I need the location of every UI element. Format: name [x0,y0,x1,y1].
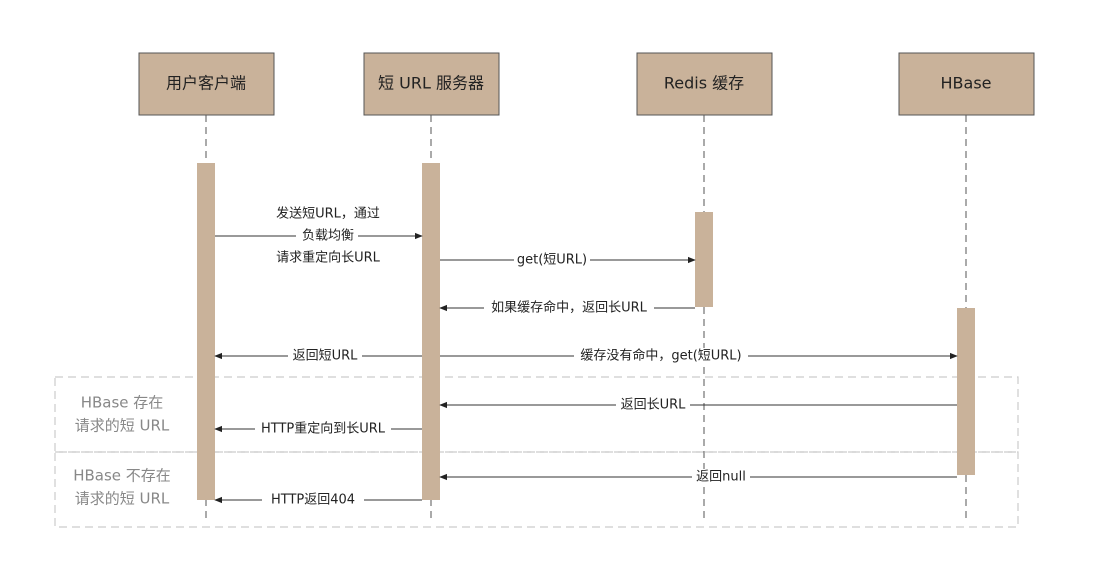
message-label-bg [692,469,750,485]
activation-client [197,163,215,500]
message-label: 如果缓存命中，返回长URL [491,300,648,316]
actor-label-server: 短 URL 服务器 [378,74,484,93]
message-label: 返回短URL [293,349,359,364]
fragment-label: HBase 不存在 [73,467,171,485]
fragment-label: 请求的短 URL [75,490,170,508]
fragment-label: HBase 存在 [81,394,164,412]
message-label-bg [262,492,364,508]
message-label: HTTP返回404 [271,493,355,508]
message-label: HTTP重定向到长URL [261,421,386,437]
message-label-bg [296,228,358,244]
message-label-bg [255,421,391,437]
message-label-bg [514,252,590,268]
actor-box-client [138,52,275,116]
actor-box-server [363,52,500,116]
fragment-hbase-exists [54,376,1019,453]
message-label-bg [288,348,362,364]
actor-label-client: 用户客户端 [166,74,246,93]
message-label: 返回长URL [621,398,687,413]
actor-box-hbase [898,52,1035,116]
message-label-bg [484,300,654,316]
actor-label-redis: Redis 缓存 [664,74,744,93]
message-label: 缓存没有命中，get(短URL) [580,348,741,364]
actor-box-redis [636,52,773,116]
message-label: 请求重定向长URL [276,250,381,266]
message-label-bg [616,397,690,413]
message-label: 负载均衡 [302,229,354,244]
fragment-label: 请求的短 URL [75,417,170,435]
activation-server [422,163,440,500]
message-label: get(短URL) [517,253,587,268]
activation-hbase [957,308,975,475]
message-label-bg [574,348,748,364]
actor-label-hbase: HBase [941,74,992,93]
fragment-hbase-not-exists [54,451,1019,528]
activation-redis [695,212,713,307]
message-label: 返回null [696,470,746,485]
message-label: 发送短URL，通过 [276,206,380,222]
